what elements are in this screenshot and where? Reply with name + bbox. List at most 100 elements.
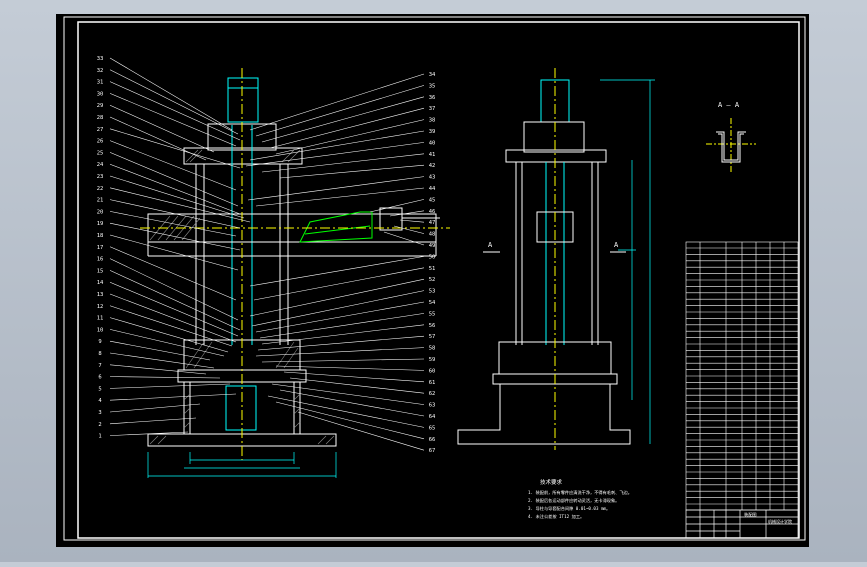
leader-line-right [275,401,425,440]
part-number-balloon: 59 [429,357,436,363]
leader-line-left [109,305,233,347]
detail-view-title: A — A [718,101,740,109]
tech-req-line-2: 2. 装配后各运动部件应转动灵活，无卡滞现象。 [528,497,619,504]
leader-line-left [109,211,237,237]
drawing-name: 装配图 [744,511,757,518]
leader-line-right [399,219,425,223]
leader-line-right [255,301,425,333]
part-number-balloon: 25 [97,150,104,156]
inner-frame [77,21,800,539]
part-number-balloon: 58 [429,346,436,352]
part-number-balloon: 31 [97,80,104,86]
part-number-balloon: 48 [429,232,436,238]
part-number-balloon: 64 [429,414,436,420]
leader-line-right [251,290,425,327]
side-view: A A [457,68,655,450]
part-number-balloon: 32 [97,68,104,74]
part-number-balloon: 23 [97,174,104,180]
part-number-balloon: 9 [98,339,101,345]
part-number-balloon: 16 [97,257,104,263]
part-number-balloon: 36 [429,95,436,101]
section-mark-right: A [614,241,619,249]
leader-line-right [257,335,425,351]
leader-line-left [109,281,239,337]
part-number-balloon: 40 [429,140,436,146]
leader-line-right [249,278,425,317]
part-number-balloon: 35 [429,83,436,89]
leader-line-right [261,153,425,173]
detail-view-a-a: A — A [706,101,756,172]
part-number-balloon: 65 [429,425,436,431]
outer-frame [63,16,806,541]
leader-line-right [271,383,425,405]
part-number-balloon: 1 [98,434,101,440]
leader-line-left [109,81,241,141]
part-number-balloon: 62 [429,391,436,397]
part-number-balloon: 33 [97,56,104,62]
part-number-balloon: 51 [429,266,436,272]
leader-line-right [253,267,425,301]
motor-housing [227,77,259,123]
part-number-balloon: 29 [97,103,104,109]
tech-req-line-3: 3. 导柱与导套配合间隙 0.01~0.03 mm。 [528,505,610,512]
leader-line-right [289,377,425,394]
tech-req-line-1: 1. 装配前，所有零件应清洗干净，不得有毛刺、飞边。 [528,489,632,496]
leader-line-left [109,69,239,135]
part-number-balloon: 14 [97,280,104,286]
part-number-balloon: 55 [429,311,436,317]
section-mark-left: A [488,241,493,249]
leader-line-right [275,365,425,371]
leader-line-left [109,376,221,379]
company-name: 机械设计学院 [768,518,792,524]
part-number-balloon: 41 [429,152,436,158]
leader-line-left [109,93,237,147]
part-number-balloon: 2 [98,422,101,428]
leader-line-left [109,270,241,331]
part-number-balloon: 18 [97,233,104,239]
part-number-balloon: 61 [429,380,436,386]
leader-line-left [109,258,239,321]
leader-line-left [109,57,233,131]
part-number-balloon: 52 [429,277,436,283]
leader-line-left [109,246,237,301]
part-number-balloon: 26 [97,139,104,145]
part-number-balloon: 63 [429,403,436,409]
leader-line-left [109,140,237,191]
leader-line-right [255,187,425,207]
part-number-balloon: 34 [429,72,436,78]
leader-line-left [109,293,237,343]
part-number-balloon: 37 [429,106,436,112]
part-number-balloon: 8 [98,351,101,357]
leader-line-right [383,231,425,246]
leader-line-left [109,199,241,229]
leader-line-left [109,104,215,153]
leader-line-right [279,164,425,179]
leader-line-left [109,329,225,357]
leader-line-left [109,340,211,361]
part-number-balloon: 24 [97,162,104,168]
part-number-balloon: 12 [97,304,104,310]
leader-lines [109,57,425,451]
part-number-balloon: 46 [429,209,436,215]
leader-line-right [255,347,425,357]
part-number-balloon: 6 [98,375,101,381]
part-number-balloon: 30 [97,91,104,97]
leader-line-left [109,317,229,353]
technical-requirements: 技术要求 1. 装配前，所有零件应清洗干净，不得有毛刺、飞边。 2. 装配后各运… [528,478,632,520]
part-number-balloon: 57 [429,334,436,340]
part-number-balloon: 66 [429,437,436,443]
part-number-balloon: 11 [97,316,104,322]
leader-line-right [255,85,425,137]
leader-line-left [109,393,237,401]
leader-line-left [109,128,241,169]
leader-line-right [283,371,425,383]
part-number-balloon: 7 [98,363,101,369]
leader-line-right [259,313,425,339]
leader-line-left [109,222,241,251]
leader-line-right [389,210,425,217]
part-number-balloon: 50 [429,254,436,260]
tech-req-line-4: 4. 未注公差按 IT12 加工。 [528,513,584,520]
leader-line-right [249,73,425,131]
title-block: 装配图 机械设计学院 [685,509,799,539]
